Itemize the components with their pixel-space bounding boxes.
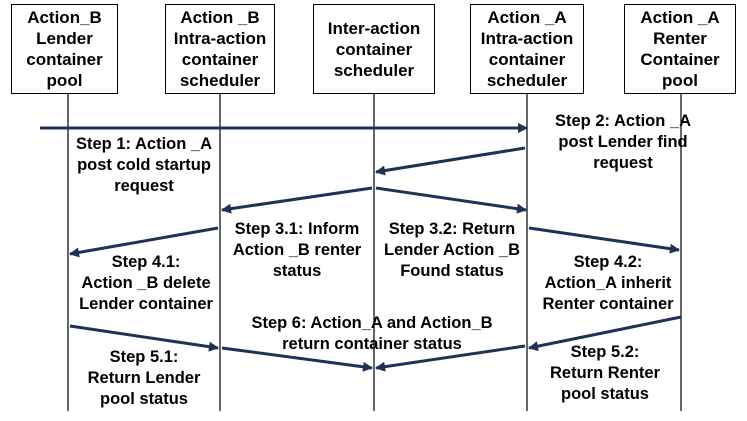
label-step4-2: Step 4.2: Action_A inherit Renter contai… [542, 253, 674, 313]
arrow-step6-left [221, 346, 373, 372]
arrow-step3-1 [221, 186, 373, 214]
arrow-step5-1 [69, 324, 219, 352]
participant-b-scheduler: Action _B Intra-action container schedul… [165, 4, 275, 94]
participant-renter-pool: Action _A Renter Container pool [624, 4, 736, 94]
label-step5-1: Step 5.1: Return Lender pool status [87, 348, 201, 408]
label-step6: Step 6: Action_A and Action_B return con… [251, 314, 493, 353]
participant-a-scheduler: Action _A Intra-action container schedul… [470, 4, 584, 94]
arrow-step5-2 [528, 315, 682, 352]
arrow-step4-1 [69, 226, 219, 258]
arrow-step6-right [375, 344, 526, 372]
arrow-step4-2 [528, 226, 680, 254]
label-step3-1: Step 3.1: Inform Action _B renter status [232, 220, 362, 280]
label-step2: Step 2: Action _A post Lender find reque… [555, 112, 691, 172]
participant-inter-scheduler: Inter-action container scheduler [313, 4, 435, 94]
arrow-step2 [375, 146, 526, 176]
label-step1: Step 1: Action _A post cold startup requ… [76, 135, 212, 195]
arrow-step3-2 [375, 186, 527, 214]
label-step5-2: Step 5.2: Return Renter pool status [549, 343, 660, 403]
participant-lender-pool: Action_B Lender container pool [11, 4, 118, 94]
label-step3-2: Step 3.2: Return Lender Action _B Found … [384, 220, 520, 280]
label-step4-1: Step 4.1: Action _B delete Lender contai… [79, 253, 213, 313]
